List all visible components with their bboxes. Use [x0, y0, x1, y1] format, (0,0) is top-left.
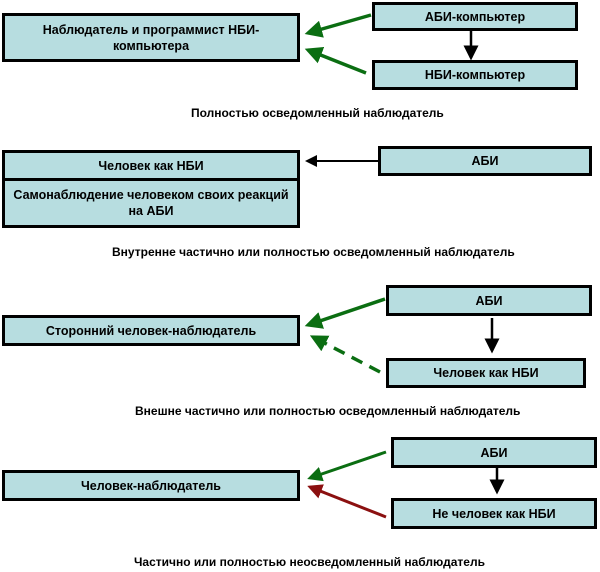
abi-computer-label: АБИ-компьютер: [424, 9, 526, 24]
abi-label-s3: АБИ: [475, 293, 503, 308]
observer-programmer-label: Наблюдатель и программист НБИ-компьютера: [42, 22, 260, 53]
arrow-abi-computer-to-observer: [304, 13, 372, 38]
abi-computer-box: АБИ-компьютер: [372, 2, 578, 31]
abi-box-s3: АБИ: [386, 285, 592, 316]
not-human-as-nbi-box: Не человек как НБИ: [391, 498, 597, 529]
arrow-abi-to-external-observer: [304, 297, 386, 329]
human-as-nbi-stack: Человек как НБИ Самонаблюдение человеком…: [2, 150, 300, 228]
human-as-nbi-box-s3: Человек как НБИ: [386, 358, 586, 388]
dashed-arrow-human-as-nbi-to-external-observer: [309, 335, 381, 374]
human-observer-label: Человек-наблюдатель: [81, 478, 221, 493]
human-as-nbi-label-s3: Человек как НБИ: [433, 366, 539, 380]
external-observer-box: Сторонний человек-наблюдатель: [2, 315, 300, 346]
caption-externally-informed-observer: Внешне частично или полностью осведомлен…: [135, 404, 521, 418]
arrow-not-human-as-nbi-to-human-observer: [307, 484, 387, 519]
external-observer-label: Сторонний человек-наблюдатель: [45, 323, 257, 338]
nbi-computer-box: НБИ-компьютер: [372, 60, 578, 90]
caption-internally-informed-observer: Внутренне частично или полностью осведом…: [112, 245, 515, 259]
self-observation-cell: Самонаблюдение человеком своих реакций н…: [5, 181, 297, 225]
caption-uninformed-observer: Частично или полностью неосведомленный н…: [134, 555, 485, 569]
caption-fully-informed-observer: Полностью осведомленный наблюдатель: [191, 106, 444, 120]
abi-box-s4: АБИ: [391, 437, 597, 468]
abi-label-s2: АБИ: [471, 154, 499, 168]
observer-programmer-box: Наблюдатель и программист НБИ-компьютера: [2, 13, 300, 62]
arrow-abi-to-human-observer: [307, 450, 387, 482]
human-observer-box: Человек-наблюдатель: [2, 470, 300, 501]
nbi-computer-label: НБИ-компьютер: [424, 68, 526, 82]
human-as-nbi-cell: Человек как НБИ: [5, 153, 297, 181]
self-observation-label: Самонаблюдение человеком своих реакций н…: [13, 188, 289, 218]
human-as-nbi-label: Человек как НБИ: [98, 158, 204, 173]
arrow-nbi-computer-to-observer: [304, 47, 367, 75]
abi-label-s4: АБИ: [480, 445, 508, 460]
abi-box-s2: АБИ: [378, 146, 592, 176]
not-human-as-nbi-label: Не человек как НБИ: [432, 506, 556, 521]
